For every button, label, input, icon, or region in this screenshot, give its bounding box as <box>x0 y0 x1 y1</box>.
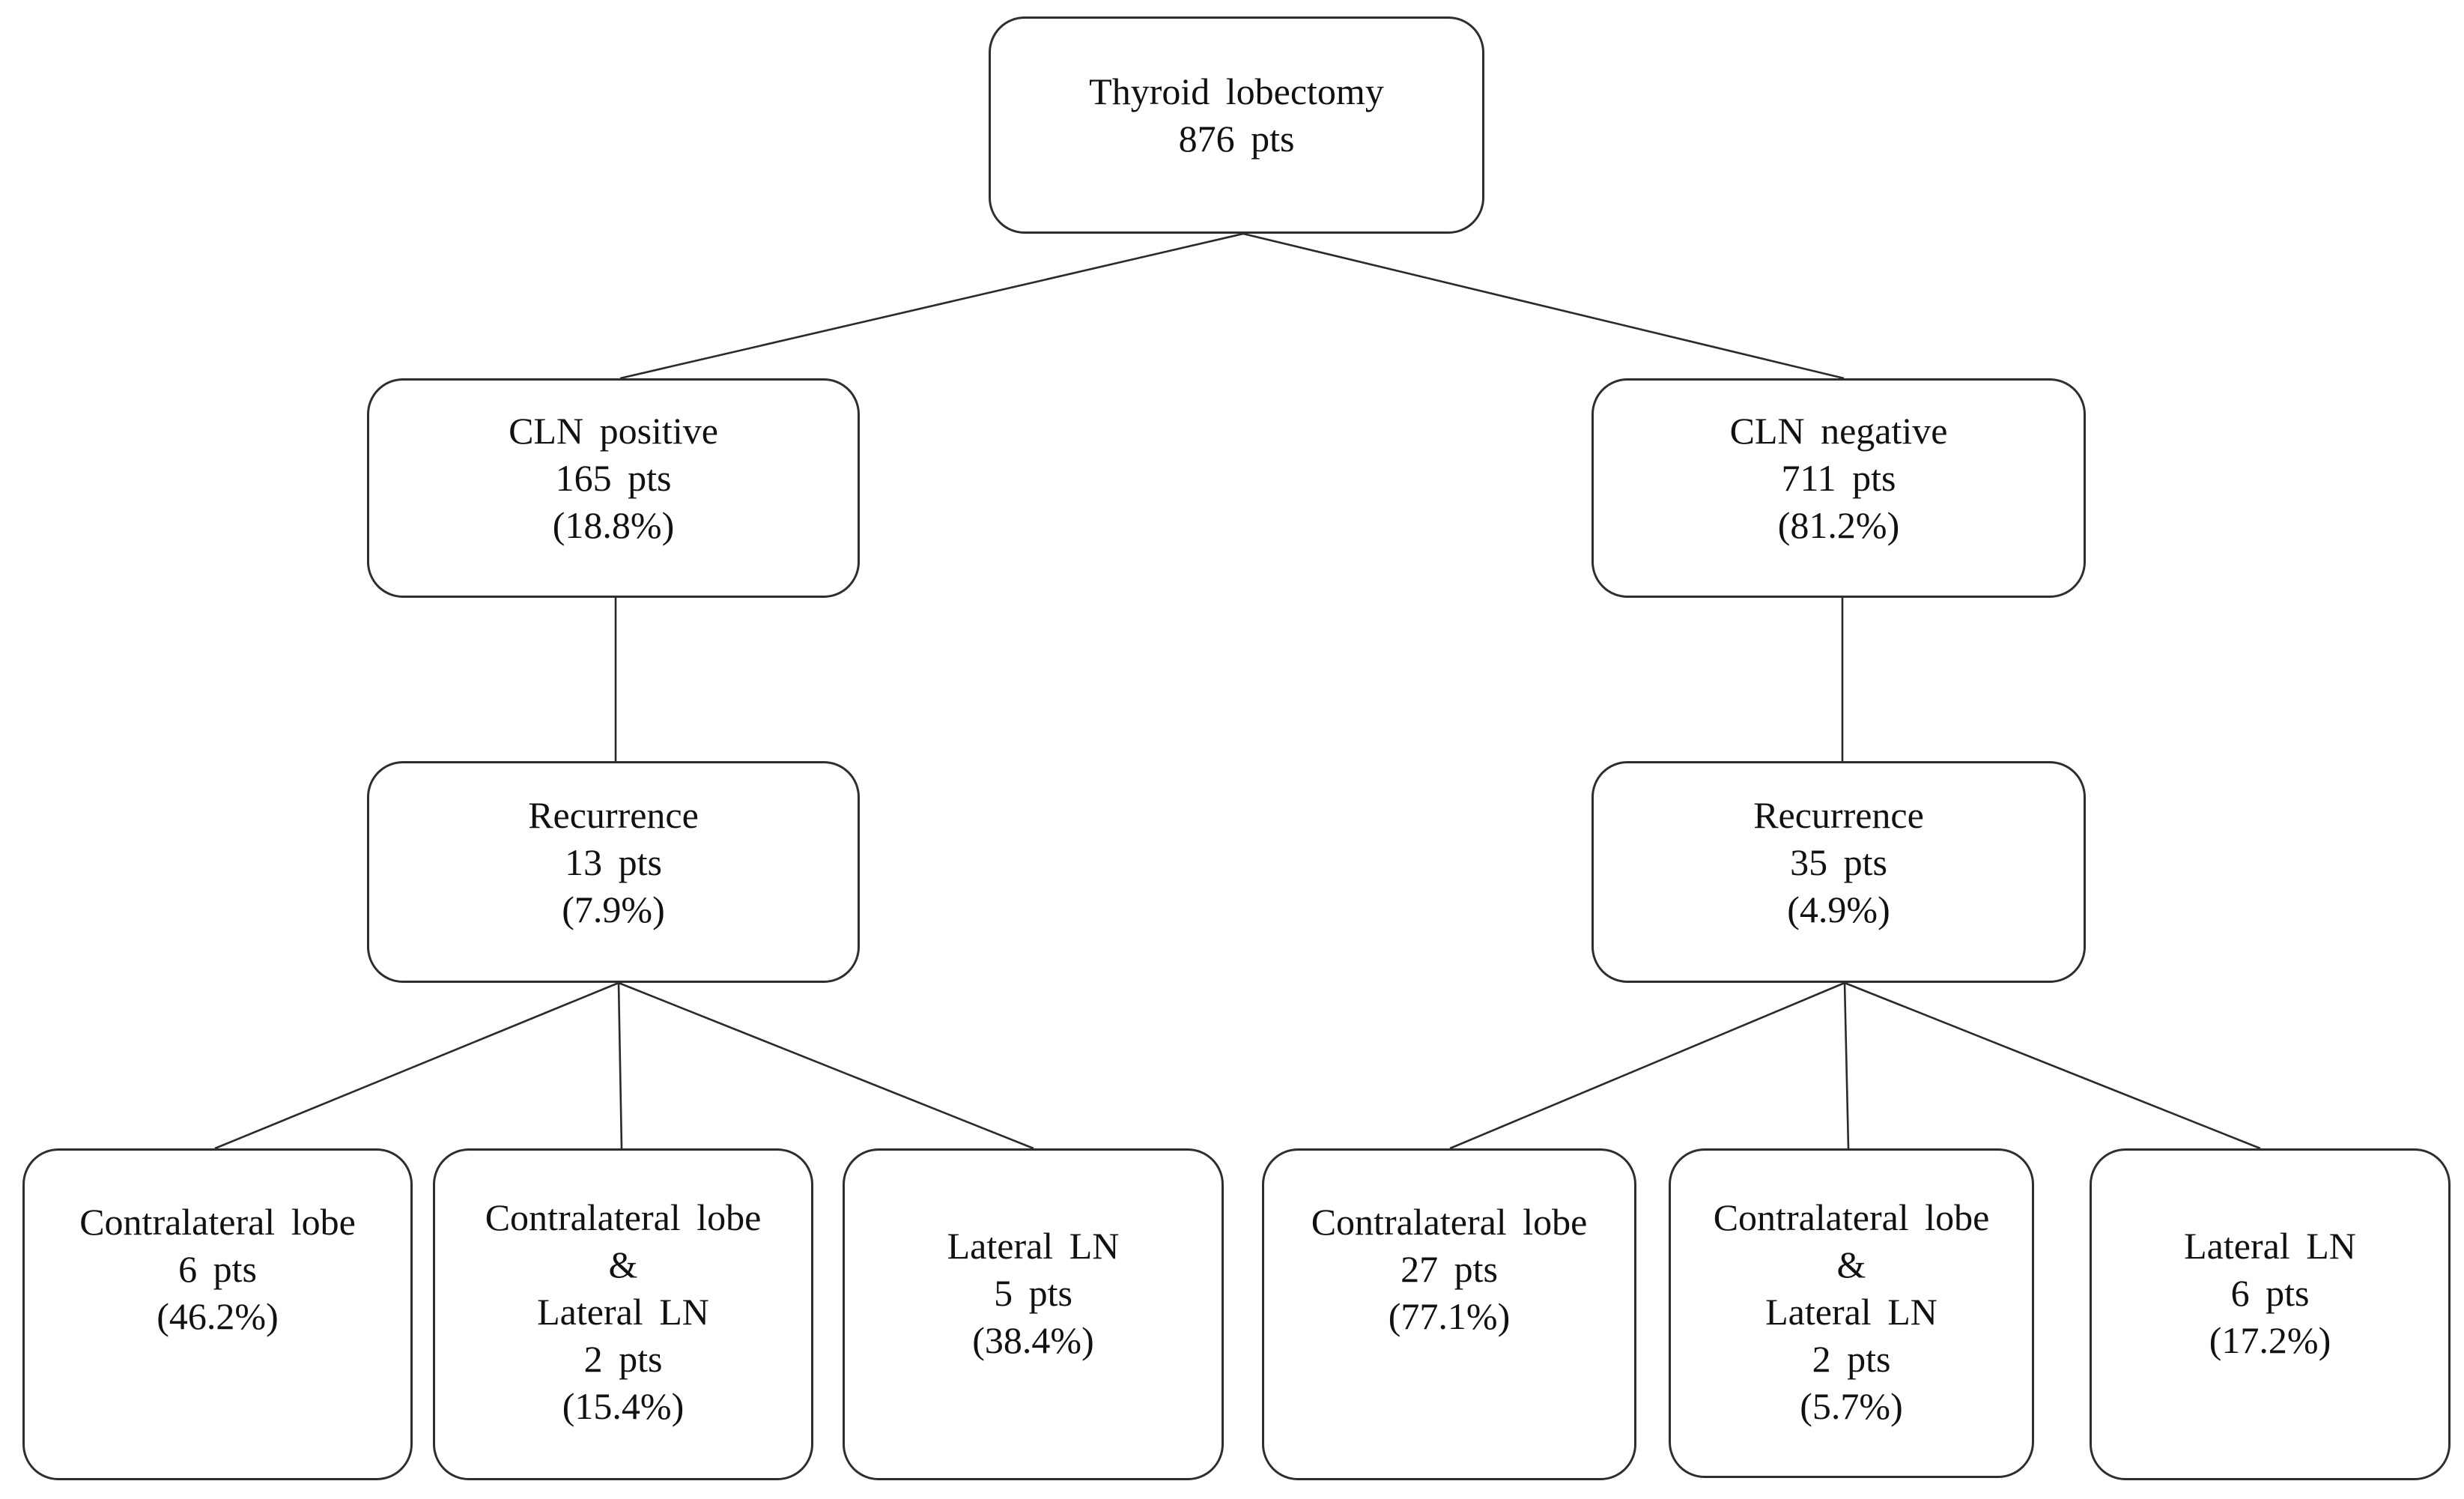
node-line: CLN negative <box>1729 410 1948 452</box>
node-line: Thyroid lobectomy <box>1089 70 1384 112</box>
node-line: (81.2%) <box>1777 504 1900 546</box>
node-line: (46.2%) <box>157 1295 279 1337</box>
node-line: 35 pts <box>1790 841 1887 883</box>
connector-root-to-cln-positive <box>619 232 1244 380</box>
node-line: Lateral LN <box>537 1291 709 1333</box>
node-line: (15.4%) <box>562 1385 685 1427</box>
node-line: Lateral LN <box>1765 1291 1937 1333</box>
node-line: 5 pts <box>994 1272 1072 1314</box>
connector-recpos-to-contralateral-lateral <box>617 982 623 1149</box>
node-line: (38.4%) <box>972 1319 1094 1361</box>
node-line: Contralateral lobe <box>79 1201 356 1243</box>
node-line: Recurrence <box>528 793 699 836</box>
node-line: CLN positive <box>509 410 718 452</box>
node-line: & <box>608 1244 638 1285</box>
node-cln-positive: CLN positive 165 pts (18.8%) <box>367 378 860 598</box>
node-line: Lateral LN <box>2184 1225 2356 1267</box>
connector-recneg-to-contralateral-lateral <box>1843 982 1850 1149</box>
node-line: 27 pts <box>1401 1248 1498 1290</box>
node-line: Contralateral lobe <box>485 1196 762 1238</box>
node-line: Contralateral lobe <box>1311 1201 1588 1243</box>
node-line: (77.1%) <box>1388 1295 1511 1337</box>
node-neg-contralateral-lobe: Contralateral lobe 27 pts (77.1%) <box>1262 1148 1636 1480</box>
node-line: 2 pts <box>1812 1338 1891 1380</box>
node-pos-contralateral-and-lateral-ln: Contralateral lobe & Lateral LN 2 pts (1… <box>433 1148 813 1480</box>
node-line: (4.9%) <box>1787 888 1890 930</box>
node-line: 711 pts <box>1781 457 1896 499</box>
node-cln-negative: CLN negative 711 pts (81.2%) <box>1591 378 2086 598</box>
node-line: (18.8%) <box>552 504 675 546</box>
connector-root-to-cln-negative <box>1242 232 1845 380</box>
node-line: 876 pts <box>1178 118 1295 160</box>
node-thyroid-lobectomy: Thyroid lobectomy 876 pts <box>989 16 1484 234</box>
node-line: (7.9%) <box>562 888 665 930</box>
node-line: (17.2%) <box>2209 1319 2331 1361</box>
node-recurrence-cln-positive: Recurrence 13 pts (7.9%) <box>367 761 860 983</box>
node-line: 6 pts <box>2230 1272 2310 1314</box>
connector-recneg-to-contralateral <box>1449 981 1845 1150</box>
node-pos-contralateral-lobe: Contralateral lobe 6 pts (46.2%) <box>22 1148 413 1480</box>
node-neg-lateral-ln: Lateral LN 6 pts (17.2%) <box>2090 1148 2451 1480</box>
connector-recpos-to-contralateral <box>214 981 619 1150</box>
node-line: Lateral LN <box>947 1225 1120 1267</box>
connector-recpos-to-lateral <box>618 981 1034 1150</box>
node-line: & <box>1836 1244 1866 1285</box>
node-neg-contralateral-and-lateral-ln: Contralateral lobe & Lateral LN 2 pts (5… <box>1669 1148 2034 1478</box>
connector-recneg-to-lateral <box>1844 981 2261 1150</box>
node-line: 6 pts <box>178 1248 257 1290</box>
node-line: 13 pts <box>565 841 662 883</box>
node-line: Recurrence <box>1753 793 1924 836</box>
node-line: 2 pts <box>583 1338 663 1380</box>
node-line: 165 pts <box>555 457 672 499</box>
node-recurrence-cln-negative: Recurrence 35 pts (4.9%) <box>1591 761 2086 983</box>
node-line: Contralateral lobe <box>1713 1196 1990 1238</box>
node-pos-lateral-ln: Lateral LN 5 pts (38.4%) <box>843 1148 1224 1480</box>
node-line: (5.7%) <box>1800 1385 1903 1427</box>
